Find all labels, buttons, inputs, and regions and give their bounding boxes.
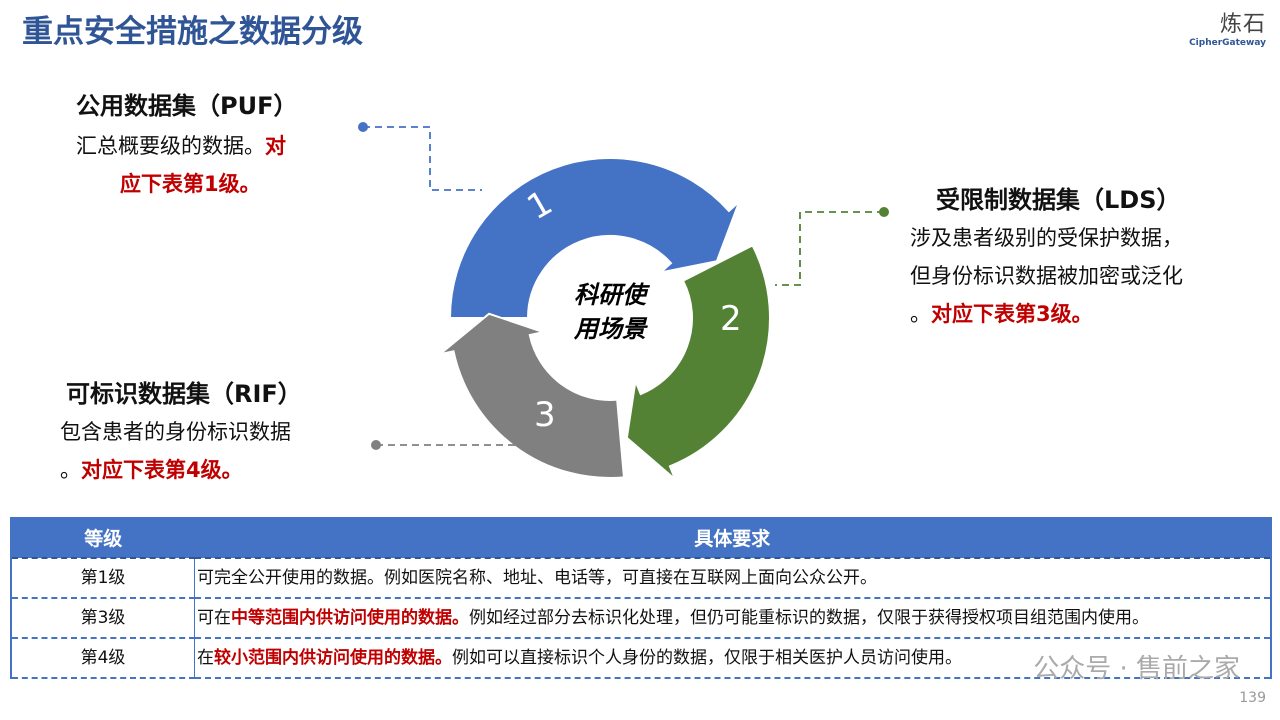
- level-table: 等级具体要求 第1级可完全公开使用的数据。例如医院名称、地址、电话等，可直接在互…: [10, 517, 1272, 679]
- center-label-2: 用场景: [573, 315, 648, 343]
- header-level: 等级: [11, 517, 195, 559]
- rif-ref: 对应下表第4级。: [81, 458, 243, 482]
- lds-desc-1: 涉及患者级别的受保护数据，: [910, 226, 1183, 250]
- segment-3: [439, 312, 626, 479]
- puf-connector: [363, 126, 482, 191]
- row-requirement: 在较小范围内供访问使用的数据。例如可以直接标识个人身份的数据，仅限于相关医护人员…: [194, 638, 1271, 679]
- rif-desc: 包含患者的身份标识数据: [60, 420, 291, 444]
- logo: 炼石 CipherGateway: [1189, 6, 1266, 48]
- puf-dot: [358, 122, 368, 132]
- row-requirement: 可在中等范围内供访问使用的数据。例如经过部分去标识化处理，但仍可能重标识的数据，…: [194, 598, 1271, 639]
- logo-cn: 炼石: [1219, 12, 1266, 37]
- table-header: 等级具体要求: [11, 517, 1271, 559]
- page-number: 139: [1239, 690, 1266, 706]
- table-row: 第1级可完全公开使用的数据。例如医院名称、地址、电话等，可直接在互联网上面向公众…: [11, 558, 1271, 599]
- slide-title: 重点安全措施之数据分级: [22, 14, 363, 50]
- table-row: 第3级可在中等范围内供访问使用的数据。例如经过部分去标识化处理，但仍可能重标识的…: [11, 598, 1271, 639]
- header-requirement: 具体要求: [194, 517, 1271, 559]
- lds-desc-3: 。: [910, 302, 931, 326]
- lds-ref: 对应下表第3级。: [931, 302, 1093, 326]
- center-label-1: 科研使: [574, 281, 651, 309]
- row-level: 第4级: [11, 638, 195, 679]
- lds-heading: 受限制数据集（LDS）: [936, 186, 1181, 214]
- segment-1: [448, 157, 741, 319]
- rif-block: 可标识数据集（RIF） 包含患者的身份标识数据 。对应下表第4级。: [60, 374, 302, 489]
- lds-desc-2: 但身份标识数据被加密或泛化: [910, 264, 1183, 288]
- puf-ref-b: 应下表第1级。: [120, 172, 261, 196]
- rif-desc-2: 。: [60, 458, 81, 482]
- step-2-label: 2: [720, 299, 742, 339]
- table-row: 第4级在较小范围内供访问使用的数据。例如可以直接标识个人身份的数据，仅限于相关医…: [11, 638, 1271, 679]
- row-level: 第1级: [11, 558, 195, 599]
- segment-2: [625, 244, 771, 481]
- logo-en: CipherGateway: [1189, 38, 1266, 48]
- lds-block: 受限制数据集（LDS） 涉及患者级别的受保护数据， 但身份标识数据被加密或泛化 …: [910, 180, 1183, 333]
- step-3-label: 3: [534, 395, 556, 435]
- puf-ref-a: 对: [265, 134, 286, 158]
- row-level: 第3级: [11, 598, 195, 639]
- row-requirement: 可完全公开使用的数据。例如医院名称、地址、电话等，可直接在互联网上面向公众公开。: [194, 558, 1271, 599]
- puf-heading: 公用数据集（PUF）: [76, 92, 298, 120]
- rif-heading: 可标识数据集（RIF）: [66, 380, 302, 408]
- puf-block: 公用数据集（PUF） 汇总概要级的数据。对 应下表第1级。: [76, 86, 297, 203]
- cycle-diagram: 1 2 3 科研使 用场景: [358, 122, 889, 481]
- rif-dot: [371, 440, 381, 450]
- puf-desc: 汇总概要级的数据。: [76, 134, 265, 158]
- watermark: 公众号 · 售前之家: [1033, 654, 1240, 684]
- lds-connector: [775, 211, 884, 286]
- lds-dot: [879, 207, 889, 217]
